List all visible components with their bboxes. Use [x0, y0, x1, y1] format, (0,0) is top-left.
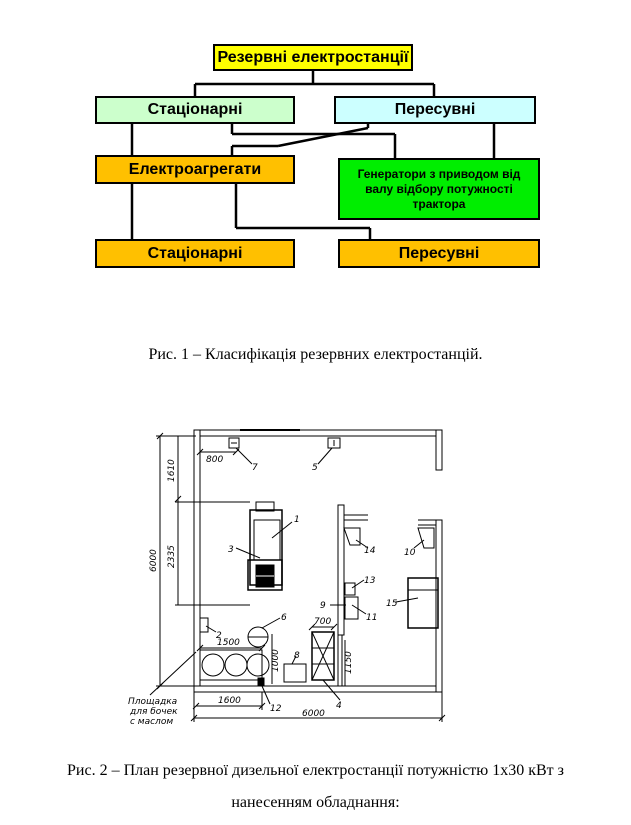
mobile-bottom-box: Пересувні [338, 239, 540, 268]
callout-6: 6 [281, 613, 287, 623]
callout-7: 7 [252, 463, 258, 473]
callout-4: 4 [336, 701, 342, 711]
figure-2-caption-line-1: Рис. 2 – План резервної дизельної електр… [67, 762, 564, 779]
callout-5: 5 [312, 463, 318, 473]
stationary-box: Стаціонарні [95, 96, 295, 124]
dim-6000-left: 6000 [149, 549, 159, 572]
mobile-box: Пересувні [334, 96, 536, 124]
dim-1000: 1000 [271, 649, 281, 672]
dim-1610: 1610 [167, 459, 177, 482]
dim-2335: 2335 [167, 545, 177, 568]
stationary-bottom-box: Стаціонарні [95, 239, 295, 268]
callout-15: 15 [386, 599, 398, 609]
callout-9: 9 [320, 601, 326, 611]
tractor-generators-box: Генератори з приводом від валу відбору п… [338, 158, 540, 220]
callout-11: 11 [366, 613, 377, 623]
figure-2-caption-line-2: нанесенням обладнання: [231, 794, 400, 811]
power-units-box: Електроагрегати [95, 155, 295, 184]
root-box: Резервні електростанції [213, 44, 413, 71]
callout-13: 13 [364, 576, 376, 586]
area-note-line-1: Площадка [128, 697, 177, 707]
diagram-connectors [130, 70, 496, 240]
dim-1500: 1500 [217, 638, 240, 648]
dim-1150: 1150 [344, 651, 354, 674]
callout-10: 10 [404, 548, 416, 558]
callout-2: 2 [216, 631, 222, 641]
area-note-line-3: с маслом [130, 717, 173, 727]
callout-1: 1 [294, 515, 300, 525]
figure-1-caption: Рис. 1 – Класифікація резервних електрос… [148, 346, 483, 363]
floor-plan: 800 1610 2335 6000 700 1500 1000 1150 16… [128, 429, 446, 727]
callout-8: 8 [294, 651, 300, 661]
dim-6000-bottom: 6000 [302, 709, 325, 719]
callout-12: 12 [270, 704, 282, 714]
dim-1600: 1600 [218, 696, 241, 706]
callout-14: 14 [364, 546, 376, 556]
callout-3: 3 [228, 545, 234, 555]
dim-800: 800 [206, 455, 223, 465]
area-note-line-2: для бочек [129, 707, 178, 717]
dim-700: 700 [314, 617, 331, 627]
